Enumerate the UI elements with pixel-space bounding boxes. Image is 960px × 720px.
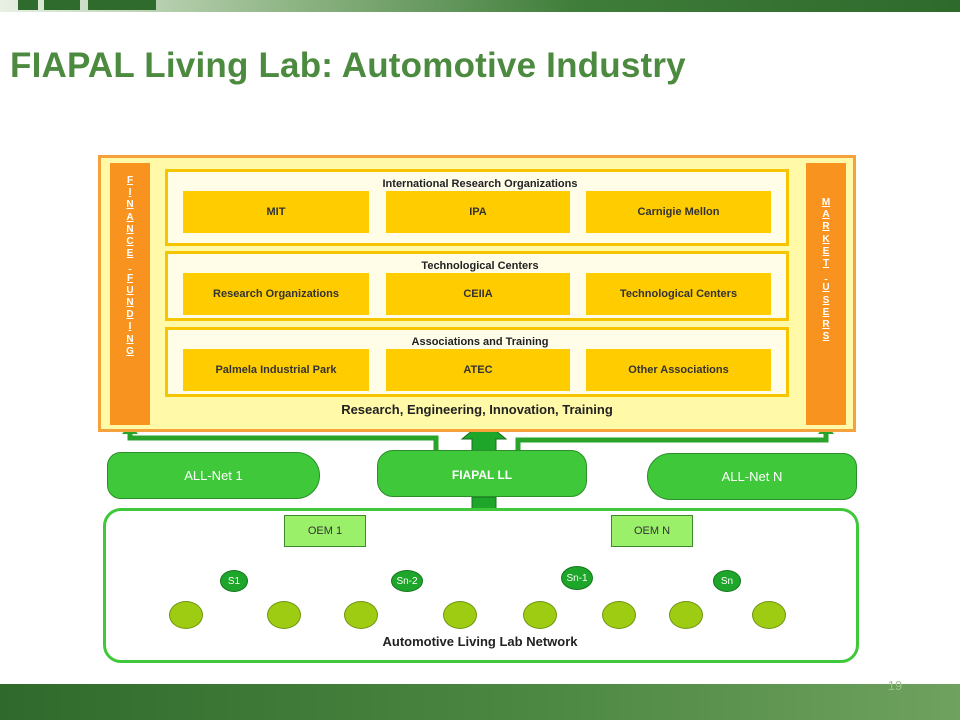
- group-title: International Research Organizations: [382, 178, 578, 190]
- market-letter: A: [822, 209, 830, 221]
- finance-letter: N: [126, 333, 134, 345]
- cell-research-organizations: Research Organizations: [183, 273, 369, 315]
- page-number: 19: [887, 678, 903, 693]
- group-associations-training: Associations and Training Palmela Indust…: [165, 327, 789, 397]
- supplier-s1: S1: [220, 570, 248, 592]
- leaf-node: [344, 601, 378, 629]
- all-net-1: ALL-Net 1: [107, 452, 320, 499]
- top-decor-square: [18, 0, 38, 10]
- leaf-node: [443, 601, 477, 629]
- group-international-research: International Research Organizations MIT…: [165, 169, 789, 246]
- cell-technological-centers: Technological Centers: [586, 273, 771, 315]
- top-decor-bar: [0, 0, 960, 12]
- finance-letter: I: [128, 187, 132, 199]
- bottom-decor-bar: [0, 684, 960, 720]
- group-title: Associations and Training: [411, 336, 549, 348]
- supplier-sn: Sn: [713, 570, 741, 592]
- cell-palmela-industrial-park: Palmela Industrial Park: [183, 349, 369, 391]
- finance-letter: N: [126, 199, 134, 211]
- finance-letter: G: [126, 345, 134, 357]
- market-letter: S: [822, 294, 830, 306]
- leaf-node: [267, 601, 301, 629]
- market-letter: T: [822, 258, 830, 270]
- finance-letter: F: [126, 272, 134, 284]
- cell-mit: MIT: [183, 191, 369, 233]
- finance-letter: A: [126, 211, 134, 223]
- finance-letter: D: [126, 309, 134, 321]
- market-letter: U: [822, 282, 830, 294]
- network-title: Automotive Living Lab Network: [382, 634, 578, 649]
- top-decor-square: [88, 0, 156, 10]
- finance-letter: U: [126, 284, 134, 296]
- leaf-node: [602, 601, 636, 629]
- cell-carnigie-mellon: Carnigie Mellon: [586, 191, 771, 233]
- fiapal-ll: FIAPAL LL: [377, 450, 587, 497]
- finance-letter: N: [126, 297, 134, 309]
- finance-letter: F: [126, 175, 134, 186]
- market-letter: R: [822, 221, 830, 233]
- leaf-node: [523, 601, 557, 629]
- research-label: Research, Engineering, Innovation, Train…: [341, 402, 613, 417]
- market-letter: K: [822, 233, 830, 245]
- slide-title: FIAPAL Living Lab: Automotive Industry: [10, 46, 686, 85]
- finance-letter: N: [126, 223, 134, 235]
- oem-n: OEM N: [611, 515, 693, 547]
- oem-1: OEM 1: [284, 515, 366, 547]
- cell-ceiia: CEIIA: [386, 273, 570, 315]
- market-letter: E: [822, 245, 830, 257]
- leaf-node: [169, 601, 203, 629]
- supplier-sn-2: Sn-2: [391, 570, 423, 592]
- finance-letter: E: [126, 248, 134, 260]
- cell-ipa: IPA: [386, 191, 570, 233]
- market-letter: M: [821, 197, 831, 208]
- market-letter: S: [822, 331, 830, 343]
- cell-atec: ATEC: [386, 349, 570, 391]
- finance-letter: I: [128, 321, 132, 333]
- market-letter: E: [822, 306, 830, 318]
- all-net-n: ALL-Net N: [647, 453, 857, 500]
- cell-other-associations: Other Associations: [586, 349, 771, 391]
- group-title: Technological Centers: [421, 260, 539, 272]
- leaf-node: [752, 601, 786, 629]
- finance-letter: C: [126, 236, 134, 248]
- finance-letter: [110, 260, 150, 272]
- market-letter: R: [822, 319, 830, 331]
- group-technological-centers: Technological Centers Research Organizat…: [165, 251, 789, 321]
- supplier-sn-1: Sn-1: [561, 566, 593, 590]
- leaf-node: [669, 601, 703, 629]
- top-decor-square: [44, 0, 80, 10]
- market-letter: [806, 270, 846, 282]
